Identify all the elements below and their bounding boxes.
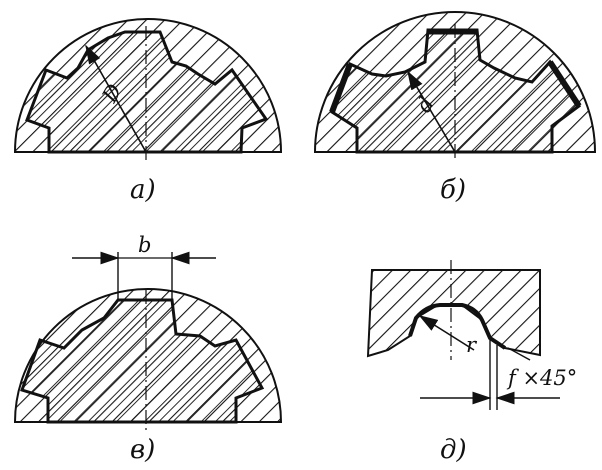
- panel-d-chamfer-leader: [507, 347, 531, 361]
- panel-b-diameter-arrow: [407, 70, 456, 153]
- panel-a: D a): [13, 18, 283, 205]
- panel-d-chamfer-label: f ×45°: [506, 366, 577, 390]
- panel-d-hub-section: [366, 269, 541, 358]
- panel-v-dimension-label: b: [138, 233, 151, 257]
- panel-v-caption: в): [130, 435, 155, 465]
- panel-d-caption: д): [440, 435, 467, 465]
- panel-b-tooth-right-edge: [547, 60, 582, 108]
- panel-d-radius-label: r: [466, 333, 478, 357]
- panel-b-caption: б): [440, 175, 466, 205]
- panel-d: r f ×45° д): [366, 260, 577, 465]
- panel-b-tooth-left-edge: [329, 62, 353, 114]
- panel-a-caption: a): [130, 175, 156, 205]
- panel-a-diameter-arrow: [85, 44, 147, 153]
- panel-d-root-fillet: [408, 303, 507, 350]
- panel-v: b в): [13, 233, 283, 465]
- panel-b: d б): [313, 11, 597, 205]
- panel-d-radius-leader: [418, 315, 475, 351]
